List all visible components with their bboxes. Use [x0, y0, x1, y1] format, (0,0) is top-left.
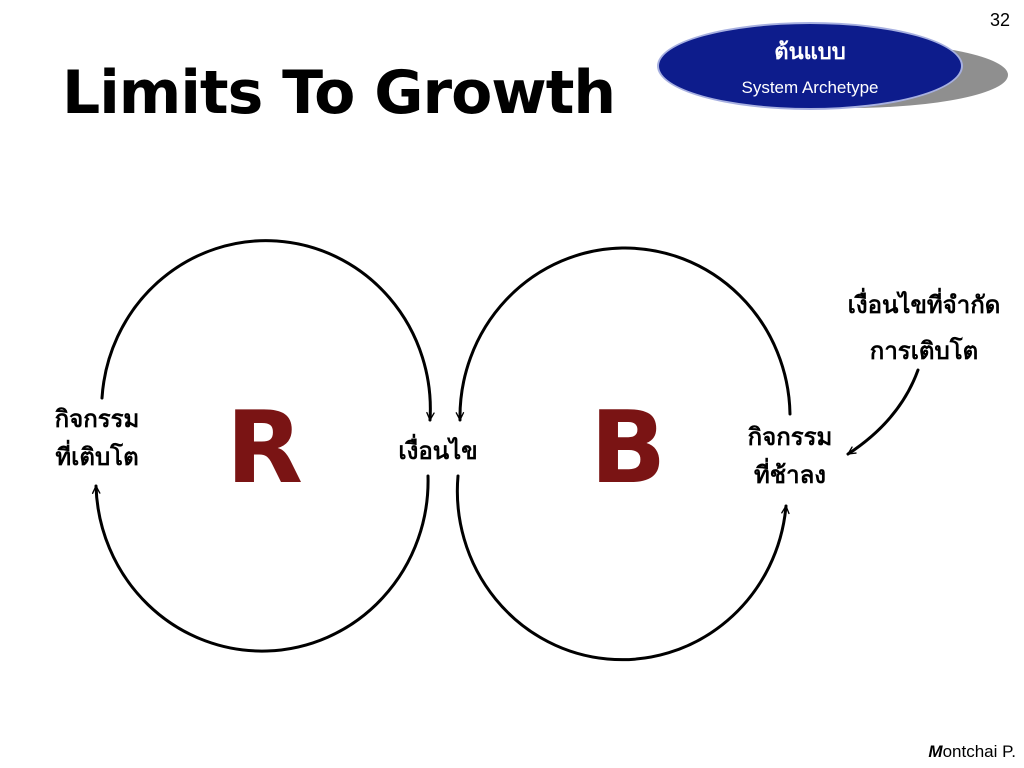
growing-action-line-1: กิจกรรม [54, 405, 140, 433]
r-loop-top-arc [100, 239, 435, 422]
growing-action-label: กิจกรรม ที่เติบโต [38, 400, 156, 476]
archetype-badge: ต้นแบบ System Archetype [657, 22, 963, 110]
b-loop-top-arc [455, 246, 792, 422]
limiting-condition-line-1: เงื่อนไขที่จำกัด [847, 291, 1001, 319]
balancing-loop-letter: B [590, 389, 667, 506]
limit-arrow [846, 368, 920, 456]
limiting-condition-label: เงื่อนไขที่จำกัด การเติบโต [828, 282, 1020, 374]
slide-number: 32 [989, 10, 1010, 30]
slowing-action-label: กิจกรรม ที่ช้าลง [730, 418, 850, 494]
b-loop-bottom-arc [455, 474, 790, 662]
slowing-action-line-1: กิจกรรม [747, 423, 833, 451]
author-footer: Montchai P. [928, 742, 1016, 762]
badge-thai-label: ต้นแบบ [774, 40, 846, 65]
page-title: Limits To Growth [62, 58, 616, 128]
slowing-action-line-2: ที่ช้าลง [753, 461, 826, 489]
author-name-rest: ontchai P. [942, 742, 1016, 761]
growing-action-line-2: ที่เติบโต [55, 443, 139, 471]
author-initial: M [928, 742, 943, 761]
condition-label: เงื่อนไข [398, 437, 478, 465]
r-loop-bottom-arc [91, 474, 430, 653]
limiting-condition-line-2: การเติบโต [869, 337, 979, 365]
badge-english-label: System Archetype [741, 78, 879, 97]
reinforcing-loop-letter: R [226, 389, 304, 506]
